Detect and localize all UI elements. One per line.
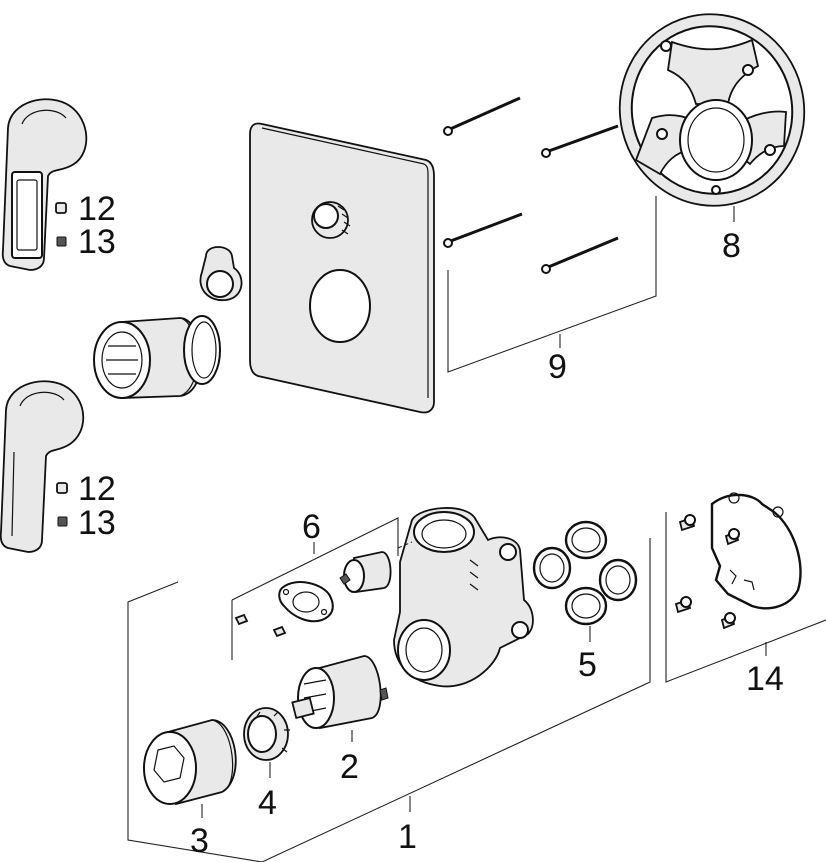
label-2: 2 bbox=[340, 748, 359, 786]
grub-screw-12-bottom bbox=[56, 482, 68, 494]
grub-screw-12-top bbox=[55, 202, 67, 214]
small-screw-a bbox=[234, 613, 249, 626]
fixing-screw-2 bbox=[724, 528, 740, 546]
screw-4 bbox=[541, 236, 619, 274]
bracket-9 bbox=[447, 196, 657, 373]
lever-handle-bottom bbox=[0, 380, 85, 553]
bracket-14 bbox=[665, 512, 826, 683]
mixer-body bbox=[393, 507, 534, 688]
screw-2 bbox=[541, 124, 619, 158]
extension-sleeve bbox=[93, 317, 202, 399]
diverter-knob bbox=[311, 201, 351, 239]
locking-ring bbox=[243, 707, 290, 761]
label-5: 5 bbox=[578, 646, 597, 684]
screw-3 bbox=[443, 212, 523, 248]
o-ring-set bbox=[532, 520, 638, 626]
small-knob bbox=[199, 246, 243, 301]
label-12-top: 12 bbox=[78, 190, 116, 228]
label-13-top: 13 bbox=[78, 223, 116, 261]
lever-handle-top bbox=[1, 98, 88, 271]
label-6: 6 bbox=[302, 508, 321, 546]
label-8: 8 bbox=[722, 227, 741, 265]
label-12-bottom: 12 bbox=[78, 470, 116, 508]
label-3: 3 bbox=[190, 822, 209, 860]
fixing-screw-3 bbox=[674, 596, 692, 614]
mounting-ring bbox=[618, 13, 806, 207]
fixing-screw-4 bbox=[720, 612, 736, 630]
cover-plate bbox=[249, 122, 435, 414]
fixing-screw-1 bbox=[678, 514, 696, 532]
bracket-1 bbox=[127, 538, 651, 862]
retaining-clip bbox=[710, 492, 802, 610]
screw-1 bbox=[443, 96, 521, 136]
label-1: 1 bbox=[398, 818, 417, 856]
grub-screw-13-bottom bbox=[57, 516, 68, 527]
label-9: 9 bbox=[548, 348, 567, 386]
o-ring-large bbox=[183, 315, 221, 385]
cartridge-sleeve bbox=[143, 719, 237, 806]
label-13-bottom: 13 bbox=[78, 504, 116, 542]
thermostat-cartridge bbox=[291, 655, 389, 730]
diverter-gasket bbox=[278, 581, 334, 623]
diverter-cartridge bbox=[339, 551, 392, 594]
bracket-6 bbox=[231, 517, 399, 660]
grub-screw-13-top bbox=[56, 236, 67, 247]
label-14: 14 bbox=[746, 660, 784, 698]
small-screw-b bbox=[272, 625, 287, 638]
label-4: 4 bbox=[258, 784, 277, 822]
